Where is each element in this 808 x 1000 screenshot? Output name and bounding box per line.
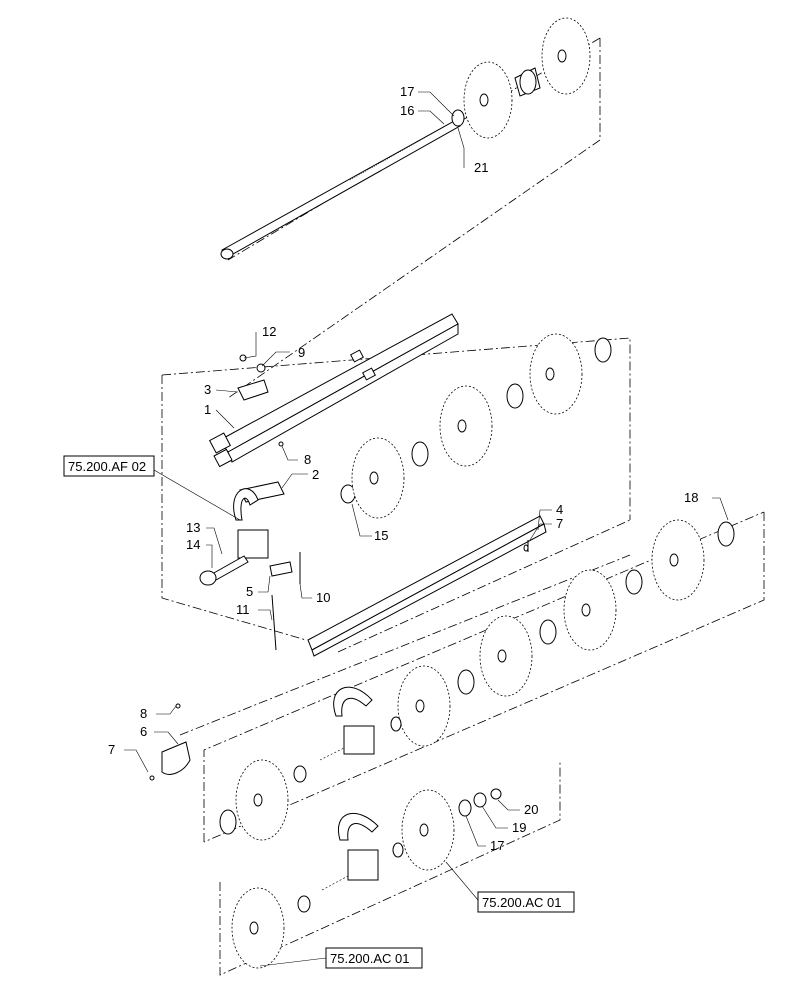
callout-20: 20 xyxy=(524,802,538,817)
callout-17-top: 17 xyxy=(400,84,414,99)
reference-box-af02[interactable]: 75.200.AF 02 xyxy=(63,455,155,477)
callout-13: 13 xyxy=(186,520,200,535)
reference-box-ac01-lower[interactable]: 75.200.AC 01 xyxy=(325,947,423,969)
callout-7-bottom: 7 xyxy=(108,742,115,757)
washer-17-top xyxy=(451,109,465,127)
callout-15: 15 xyxy=(374,528,388,543)
callout-11: 11 xyxy=(236,602,250,617)
callout-5: 5 xyxy=(246,584,253,599)
callouts: 17 16 21 12 9 3 1 8 2 13 14 15 4 7 5 10 … xyxy=(108,84,698,853)
callout-19: 19 xyxy=(512,820,526,835)
top-axle-assembly xyxy=(220,17,591,260)
callout-8-top: 8 xyxy=(304,452,311,467)
part-5 xyxy=(269,561,293,577)
callout-1: 1 xyxy=(204,402,211,417)
callout-8-bottom: 8 xyxy=(140,706,147,721)
part-3 xyxy=(237,379,269,401)
reference-af02-label: 75.200.AF 02 xyxy=(68,459,146,474)
leader-lines xyxy=(124,91,729,967)
callout-4: 4 xyxy=(556,502,563,517)
scraper-bar xyxy=(307,515,547,657)
main-beam xyxy=(208,313,459,468)
callout-9: 9 xyxy=(298,345,305,360)
callout-18: 18 xyxy=(684,490,698,505)
callout-3: 3 xyxy=(204,382,211,397)
callout-2: 2 xyxy=(312,467,319,482)
callout-21: 21 xyxy=(474,160,488,175)
callout-17-bottom: 17 xyxy=(490,838,504,853)
callout-7-top: 7 xyxy=(556,516,563,531)
callout-14: 14 xyxy=(186,537,200,552)
callout-6: 6 xyxy=(140,724,147,739)
reference-ac01-upper-label: 75.200.AC 01 xyxy=(482,895,562,910)
spring-arm-assembly-left xyxy=(199,488,301,651)
callout-12: 12 xyxy=(262,324,276,339)
reference-ac01-lower-label: 75.200.AC 01 xyxy=(330,951,410,966)
middle-disc-row xyxy=(340,333,612,519)
reference-box-ac01-upper[interactable]: 75.200.AC 01 xyxy=(477,891,575,913)
callout-16: 16 xyxy=(400,103,414,118)
lower-disc-row-2 xyxy=(231,788,502,969)
lower-disc-row-1 xyxy=(219,519,735,841)
callout-10: 10 xyxy=(316,590,330,605)
